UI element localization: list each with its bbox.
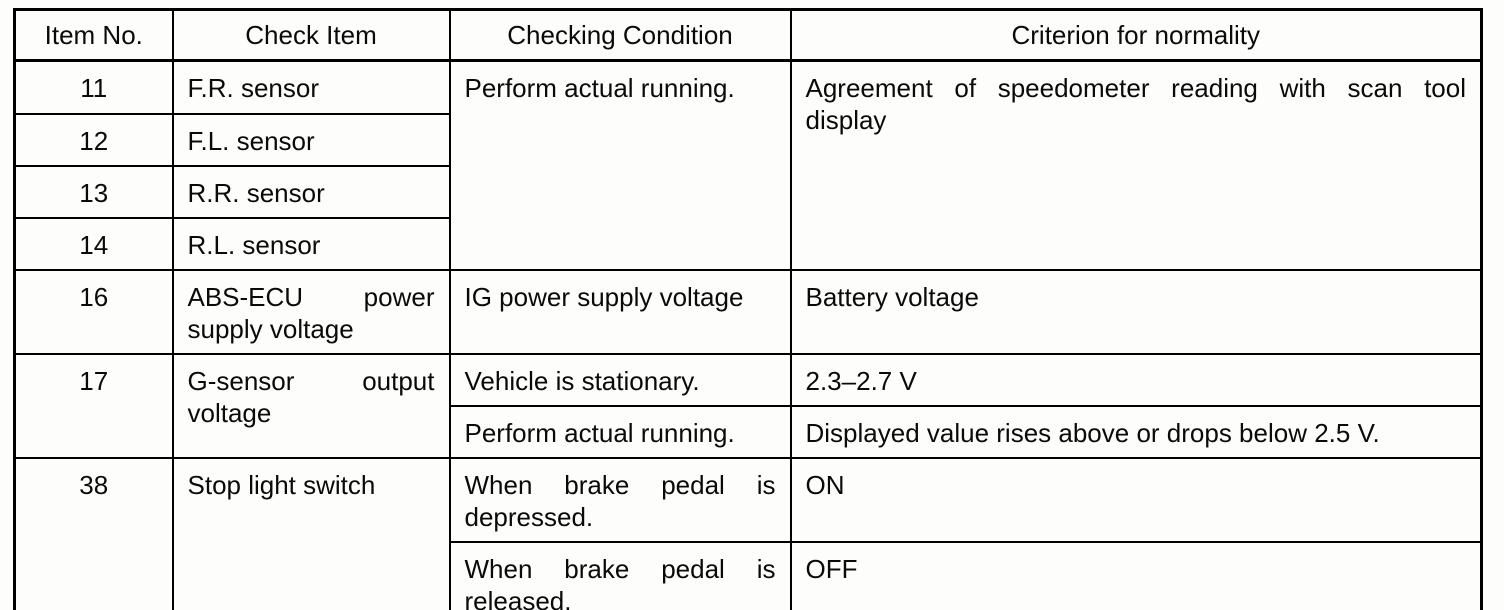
cell-item-no-13: 13 xyxy=(13,164,174,219)
table-row-12: 12 F.L. sensor xyxy=(13,112,1482,167)
table-row-17-running: Perform actual running. Displayed value … xyxy=(15,404,1483,459)
cell-criterion-38-depressed: ON xyxy=(789,456,1483,543)
cell-item-no-17: 17 xyxy=(13,352,174,459)
cell-criterion-sensors: Agreement of speedometer reading with sc… xyxy=(789,59,1483,271)
cell-item-no-14: 14 xyxy=(13,216,174,271)
cell-item-no-38: 38 xyxy=(13,456,174,610)
cell-item-no-12: 12 xyxy=(13,112,174,167)
cell-criterion-38-released: OFF xyxy=(789,540,1483,610)
header-item-no: Item No. xyxy=(13,8,174,62)
table-row-38-released: When brake pedal is released. OFF xyxy=(15,540,1483,610)
cell-item-no-11: 11 xyxy=(13,59,174,115)
cell-check-item-38: Stop light switch xyxy=(171,456,451,610)
table-row-13: 13 R.R. sensor xyxy=(13,164,1482,219)
cell-condition-sensors: Perform actual running. xyxy=(448,59,792,271)
cell-condition-16: IG power supply voltage xyxy=(448,268,792,355)
table-row-11: 11 F.R. sensor Perform actual running. A… xyxy=(13,59,1483,271)
cell-criterion-17-stationary: 2.3–2.7 V xyxy=(789,352,1483,407)
table-row-14: 14 R.L. sensor xyxy=(13,216,1482,271)
diagnostic-data-table: Item No. Check Item Checking Condition C… xyxy=(13,8,1483,610)
cell-criterion-16: Battery voltage xyxy=(789,268,1483,355)
cell-check-item-13: R.R. sensor xyxy=(171,164,451,219)
header-criterion: Criterion for normality xyxy=(789,8,1483,62)
cell-check-item-11: F.R. sensor xyxy=(171,59,451,115)
cell-criterion-17-running: Displayed value rises above or drops bel… xyxy=(789,404,1483,459)
header-checking-condition: Checking Condition xyxy=(448,8,792,62)
header-check-item: Check Item xyxy=(171,8,451,62)
cell-item-no-16: 16 xyxy=(13,268,174,355)
cell-check-item-16: ABS-ECU power supply voltage xyxy=(171,268,451,355)
cell-condition-17-running: Perform actual running. xyxy=(448,404,792,459)
cell-check-item-14: R.L. sensor xyxy=(171,216,451,271)
cell-condition-17-stationary: Vehicle is stationary. xyxy=(448,352,792,407)
cell-condition-38-depressed: When brake pedal is depressed. xyxy=(448,456,792,543)
table-row-17-stationary: 17 G-sensor output voltage Vehicle is st… xyxy=(13,352,1483,459)
cell-condition-38-released: When brake pedal is released. xyxy=(448,540,792,610)
table-header-row: Item No. Check Item Checking Condition C… xyxy=(13,8,1483,62)
cell-check-item-12: F.L. sensor xyxy=(171,112,451,167)
table-row-38-depressed: 38 Stop light switch When brake pedal is… xyxy=(13,456,1483,610)
cell-check-item-17: G-sensor output voltage xyxy=(171,352,451,459)
table-row-16: 16 ABS-ECU power supply voltage IG power… xyxy=(13,268,1483,355)
